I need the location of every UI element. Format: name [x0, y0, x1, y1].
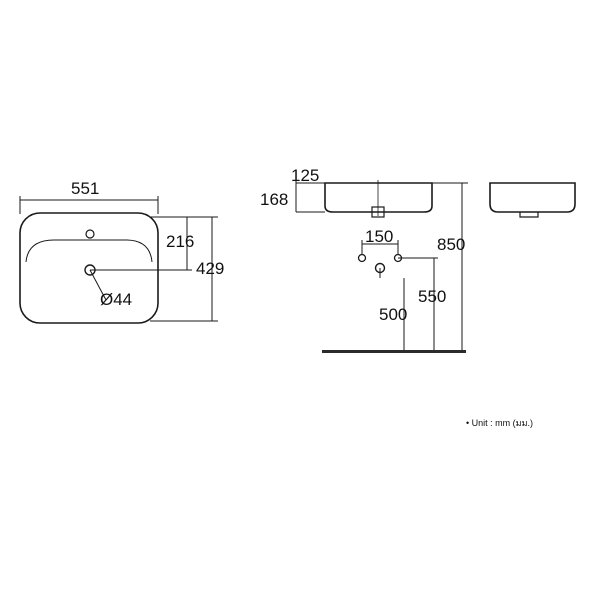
label-216: 216 [166, 232, 194, 251]
label-429: 429 [196, 259, 224, 278]
floor-line [322, 350, 466, 353]
dimension-551 [19, 196, 159, 214]
basin-inner-edge [25, 239, 153, 263]
label-drain-diameter: Ø44 [100, 290, 132, 309]
dimension-150 [361, 240, 399, 254]
drain-leader [89, 269, 107, 301]
label-150: 150 [365, 227, 393, 246]
supply-point-left [357, 253, 367, 263]
label-551: 551 [71, 179, 99, 198]
label-168: 168 [260, 190, 288, 209]
basin-outline-top [19, 212, 159, 324]
dimension-550 [398, 257, 438, 352]
dimension-500 [379, 268, 405, 352]
basin-body-side [489, 182, 576, 213]
label-550: 550 [418, 287, 446, 306]
front-view [295, 174, 468, 352]
waste-outlet-side [519, 212, 539, 218]
label-850: 850 [437, 235, 465, 254]
label-125: 125 [291, 166, 319, 185]
label-500: 500 [379, 305, 407, 324]
basin-body-front [324, 182, 433, 213]
side-view [489, 182, 576, 218]
top-view [19, 196, 218, 324]
unit-note: • Unit : mm (มม.) [466, 418, 534, 428]
tap-hole [85, 229, 95, 239]
dimension-168 [295, 183, 325, 213]
dimension-850 [432, 182, 468, 352]
dimension-125 [295, 174, 325, 184]
